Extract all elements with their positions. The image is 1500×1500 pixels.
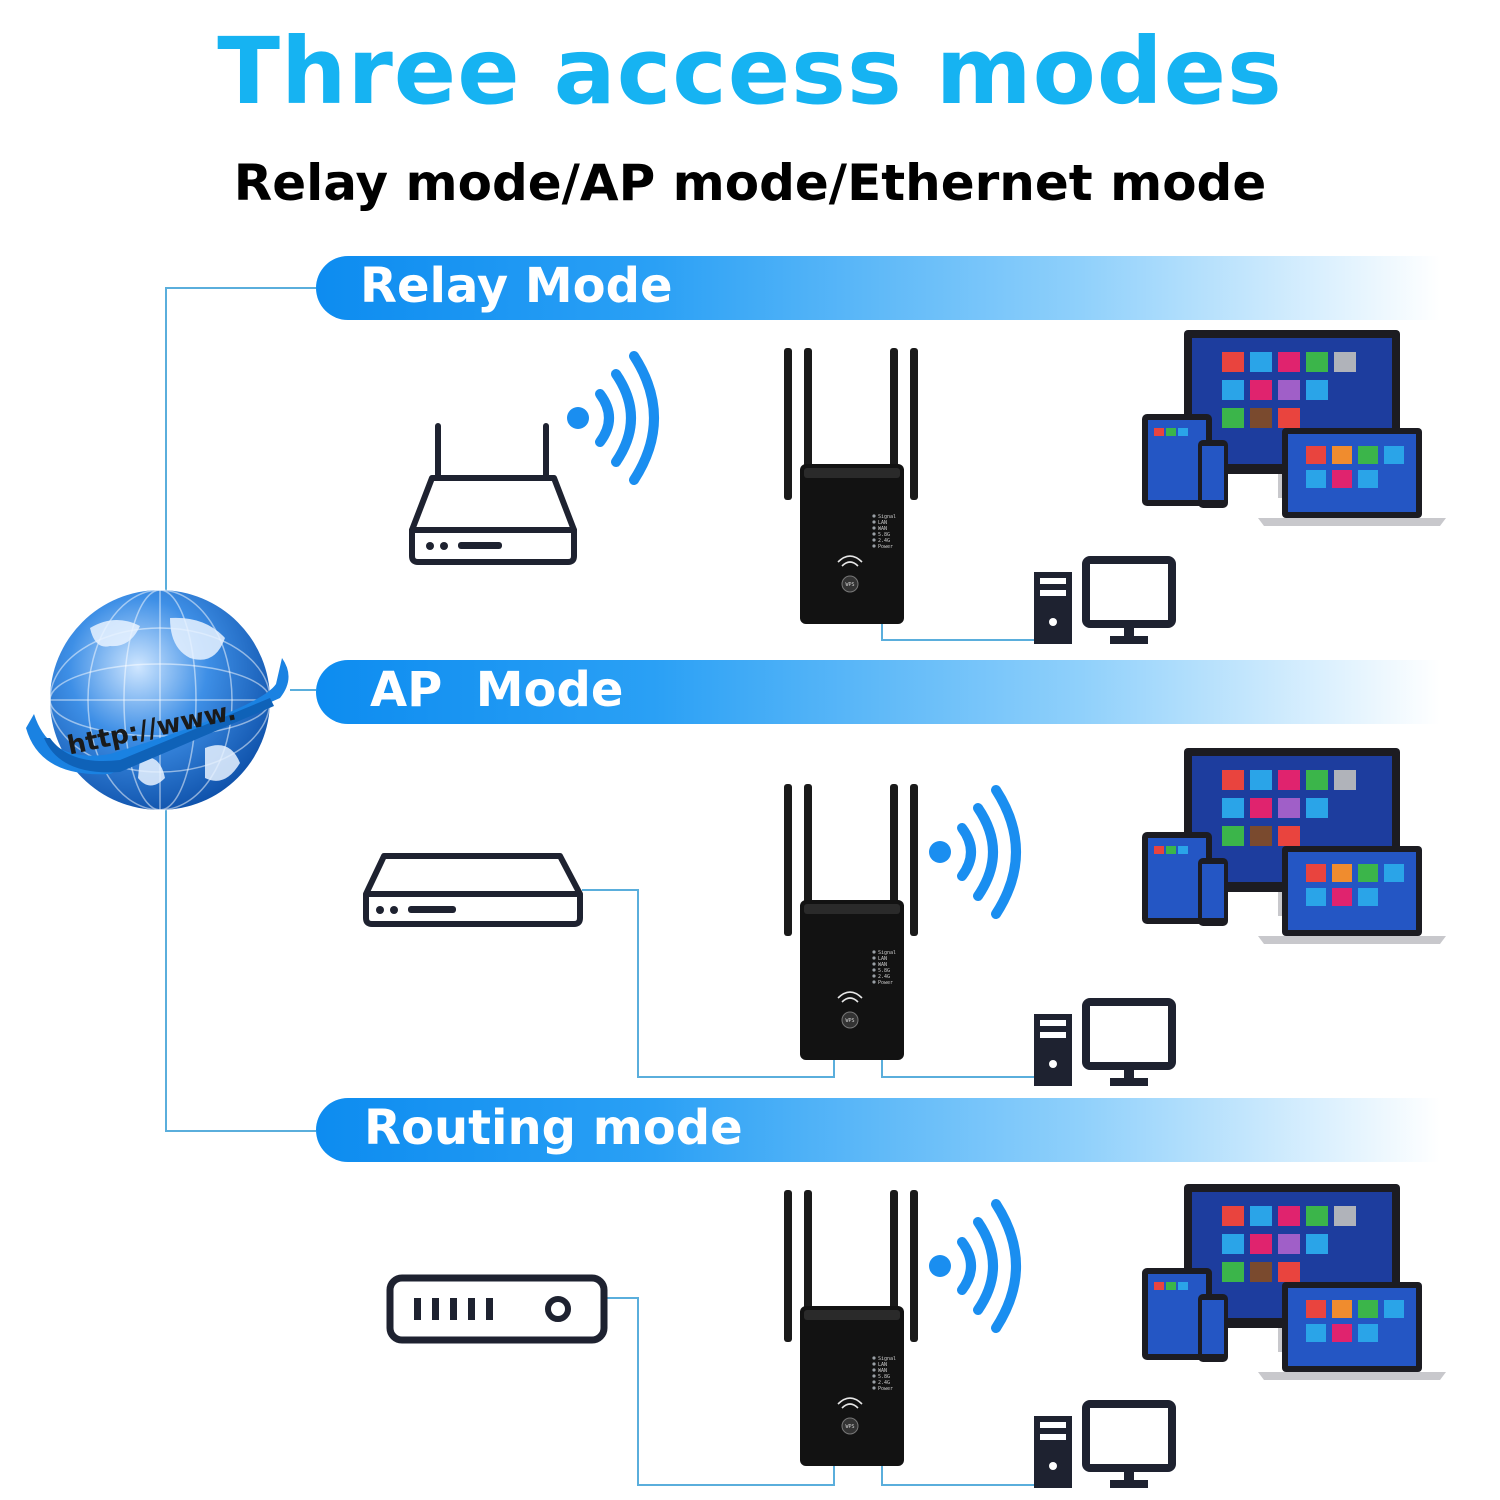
relay-mode-banner: Relay Mode	[316, 256, 1440, 320]
page-title: Three access modes	[217, 18, 1283, 125]
extender-led-label: 5.8G	[878, 968, 890, 974]
extender-led-label: Signal	[878, 1356, 896, 1362]
globe-icon	[26, 589, 289, 811]
extender-led-label: 2.4G	[878, 538, 890, 544]
extender-led-label: WAN	[878, 962, 887, 968]
extender-led-label: 2.4G	[878, 974, 890, 980]
extender-led-label: Signal	[878, 950, 896, 956]
wps-button-label: WPS	[845, 1018, 854, 1024]
wifi-router-icon	[409, 423, 577, 565]
routing-mode-banner: Routing mode	[316, 1098, 1440, 1162]
extender-led-label: LAN	[878, 520, 887, 526]
wifi-waves-icon	[567, 351, 659, 485]
extender-led-label: 2.4G	[878, 1380, 890, 1386]
relay-mode-label: Relay Mode	[360, 258, 673, 314]
ap-mode-banner: AP Mode	[316, 660, 1440, 724]
page-subtitle: Relay mode/AP mode/Ethernet mode	[233, 154, 1267, 212]
desktop-pc-icon	[1034, 998, 1176, 1086]
devices-icon	[1142, 330, 1446, 526]
extender-led-label: Signal	[878, 514, 896, 520]
network-switch-icon	[363, 853, 583, 927]
wifi-waves-icon	[929, 785, 1021, 919]
wifi-waves-icon	[929, 1199, 1021, 1333]
routing-mode-label: Routing mode	[364, 1100, 743, 1156]
desktop-pc-icon	[1034, 556, 1176, 644]
extender-led-label: 5.8G	[878, 1374, 890, 1380]
ap-mode-label: AP Mode	[370, 662, 624, 718]
modem-icon	[386, 1274, 608, 1344]
desktop-pc-icon	[1034, 1400, 1176, 1488]
extender-led-label: WAN	[878, 1368, 887, 1374]
wps-button-label: WPS	[845, 582, 854, 588]
extender-led-label: Power	[878, 980, 893, 986]
extender-led-label: LAN	[878, 956, 887, 962]
devices-icon	[1142, 748, 1446, 944]
wps-button-label: WPS	[845, 1424, 854, 1430]
extender-led-label: WAN	[878, 526, 887, 532]
extender-led-label: 5.8G	[878, 532, 890, 538]
devices-icon	[1142, 1184, 1446, 1380]
extender-led-label: Power	[878, 544, 893, 550]
extender-led-label: LAN	[878, 1362, 887, 1368]
extender-led-label: Power	[878, 1386, 893, 1392]
